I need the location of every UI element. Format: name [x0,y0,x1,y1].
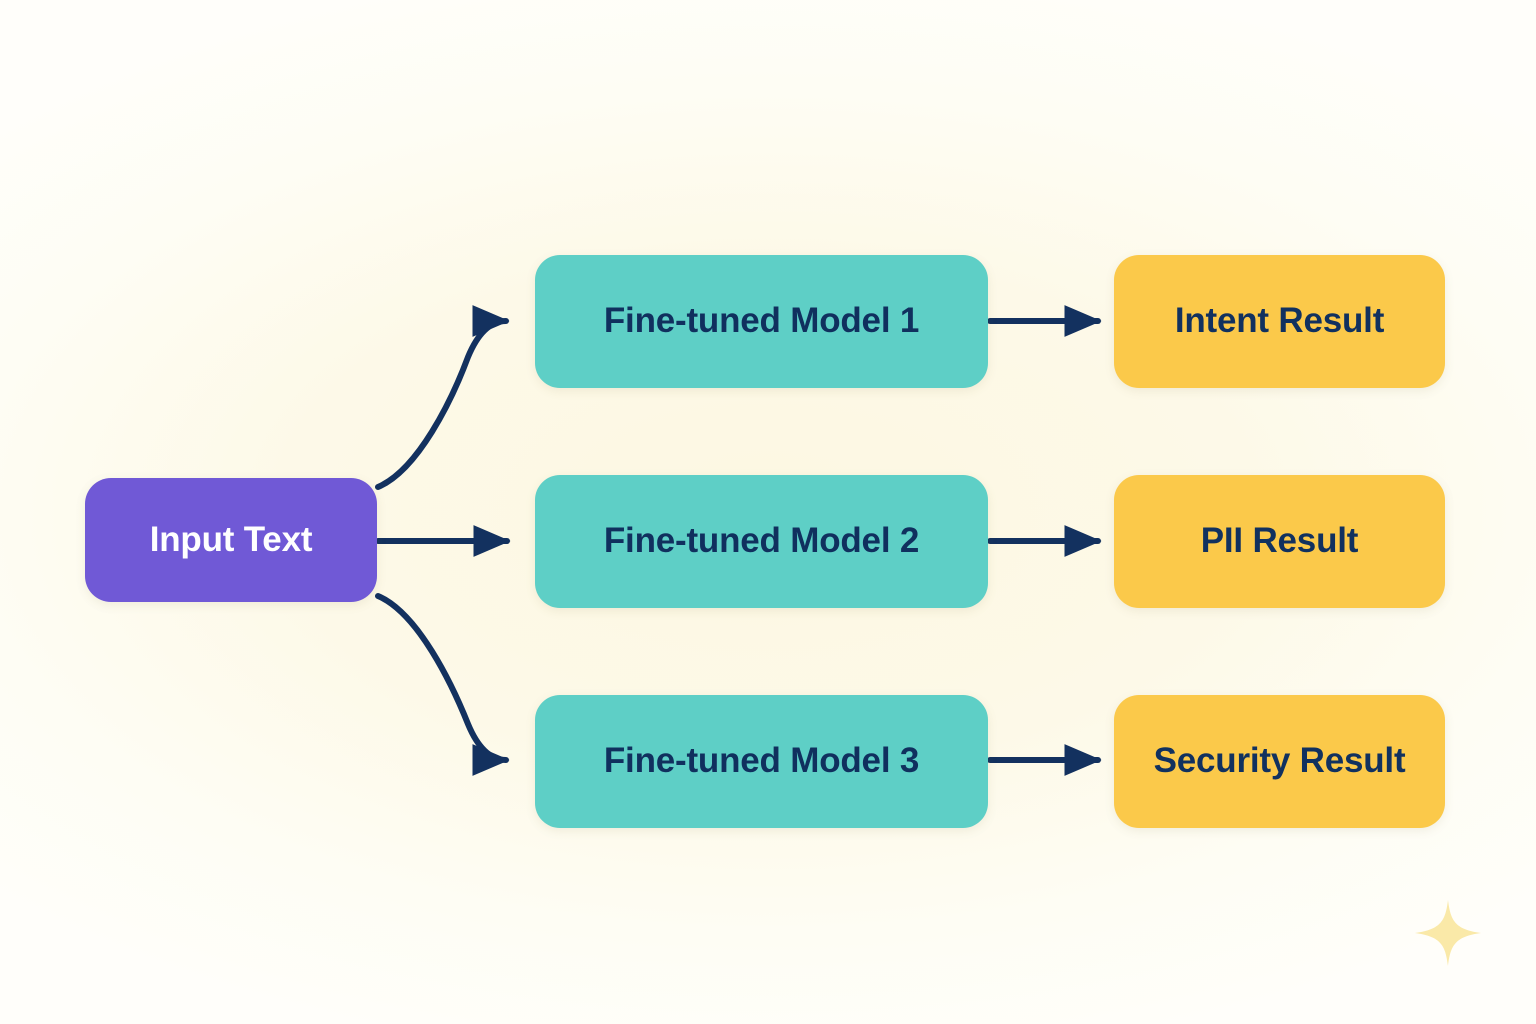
node-intent-result[interactable]: Intent Result [1114,255,1445,388]
node-fine-tuned-model-2[interactable]: Fine-tuned Model 2 [535,475,988,608]
node-pii-result[interactable]: PII Result [1114,475,1445,608]
sparkle-icon [1415,900,1481,966]
edge-input-to-model-3 [375,593,510,776]
node-fine-tuned-model-3[interactable]: Fine-tuned Model 3 [535,695,988,828]
node-security-result[interactable]: Security Result [1114,695,1445,828]
node-fine-tuned-model-1[interactable]: Fine-tuned Model 1 [535,255,988,388]
node-input-text[interactable]: Input Text [85,478,377,602]
edge-input-to-model-1 [375,305,510,490]
